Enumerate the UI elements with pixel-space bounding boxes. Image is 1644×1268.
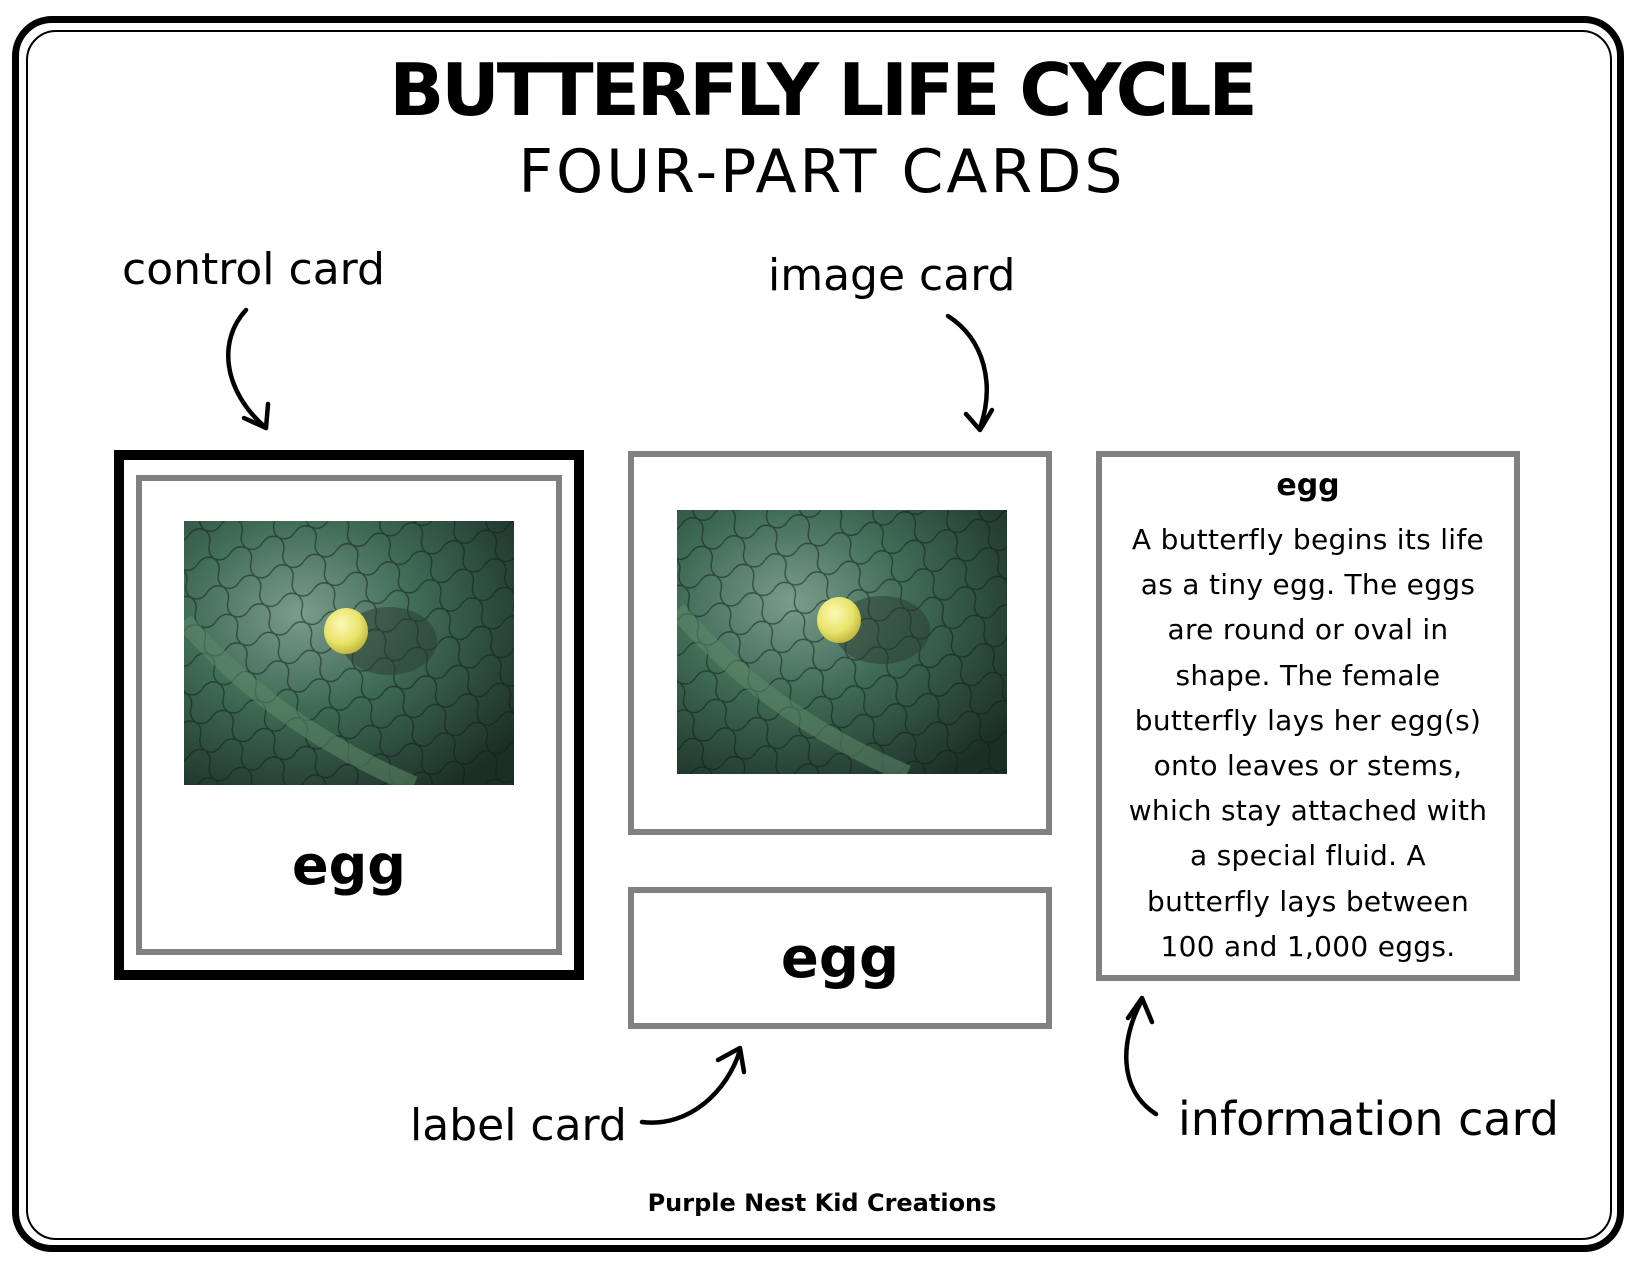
label-card-arrowhead-icon	[715, 1045, 747, 1075]
control-card-word: egg	[292, 834, 406, 897]
page-subtitle: FOUR-PART CARDS	[518, 137, 1126, 207]
egg-photo	[184, 521, 514, 785]
footer-credit: Purple Nest Kid Creations	[647, 1189, 997, 1217]
information-card-line: as a tiny egg. The eggs	[1140, 568, 1476, 602]
control-card: egg	[114, 450, 584, 980]
information-card-line: shape. The female	[1175, 658, 1441, 692]
label-card-arrow-icon	[639, 1047, 743, 1125]
image-card-arrow-icon	[945, 313, 989, 431]
information-card-line: butterfly lays her egg(s)	[1134, 703, 1482, 737]
information-card-line: 100 and 1,000 eggs.	[1160, 929, 1456, 963]
information-card: egg A butterfly begins its life as a tin…	[1096, 451, 1520, 981]
control-card-inner-border: egg	[136, 475, 562, 955]
image-card-annotation: image card	[768, 250, 1016, 301]
label-card-word: egg	[780, 926, 900, 991]
information-card-line: a special fluid. A	[1190, 839, 1426, 873]
information-card-line: which stay attached with	[1128, 794, 1488, 828]
label-card-annotation: label card	[410, 1100, 627, 1151]
information-card-annotation: information card	[1178, 1092, 1559, 1146]
label-card: egg	[628, 887, 1052, 1029]
control-card-arrowhead-icon	[241, 401, 271, 431]
control-card-arrow-icon	[226, 307, 269, 431]
information-card-arrowhead-icon	[1125, 995, 1155, 1025]
information-card-heading: egg	[1276, 468, 1340, 503]
control-card-annotation: control card	[122, 244, 385, 295]
information-card-line: A butterfly begins its life	[1131, 523, 1485, 556]
image-card	[628, 451, 1052, 835]
information-card-line: onto leaves or stems,	[1153, 749, 1463, 783]
page-inner-border	[26, 30, 1612, 1240]
information-card-line: butterfly lays between	[1147, 884, 1469, 918]
page-outer-border	[12, 16, 1624, 1252]
information-card-line: are round or oval in	[1167, 613, 1449, 647]
image-card-arrowhead-icon	[963, 407, 995, 433]
information-card-arrow-icon	[1124, 997, 1159, 1117]
page-title: BUTTERFLY LIFE CYCLE	[389, 48, 1257, 132]
egg-photo	[677, 510, 1007, 774]
information-card-text: A butterfly begins its life as a tiny eg…	[1112, 517, 1504, 969]
